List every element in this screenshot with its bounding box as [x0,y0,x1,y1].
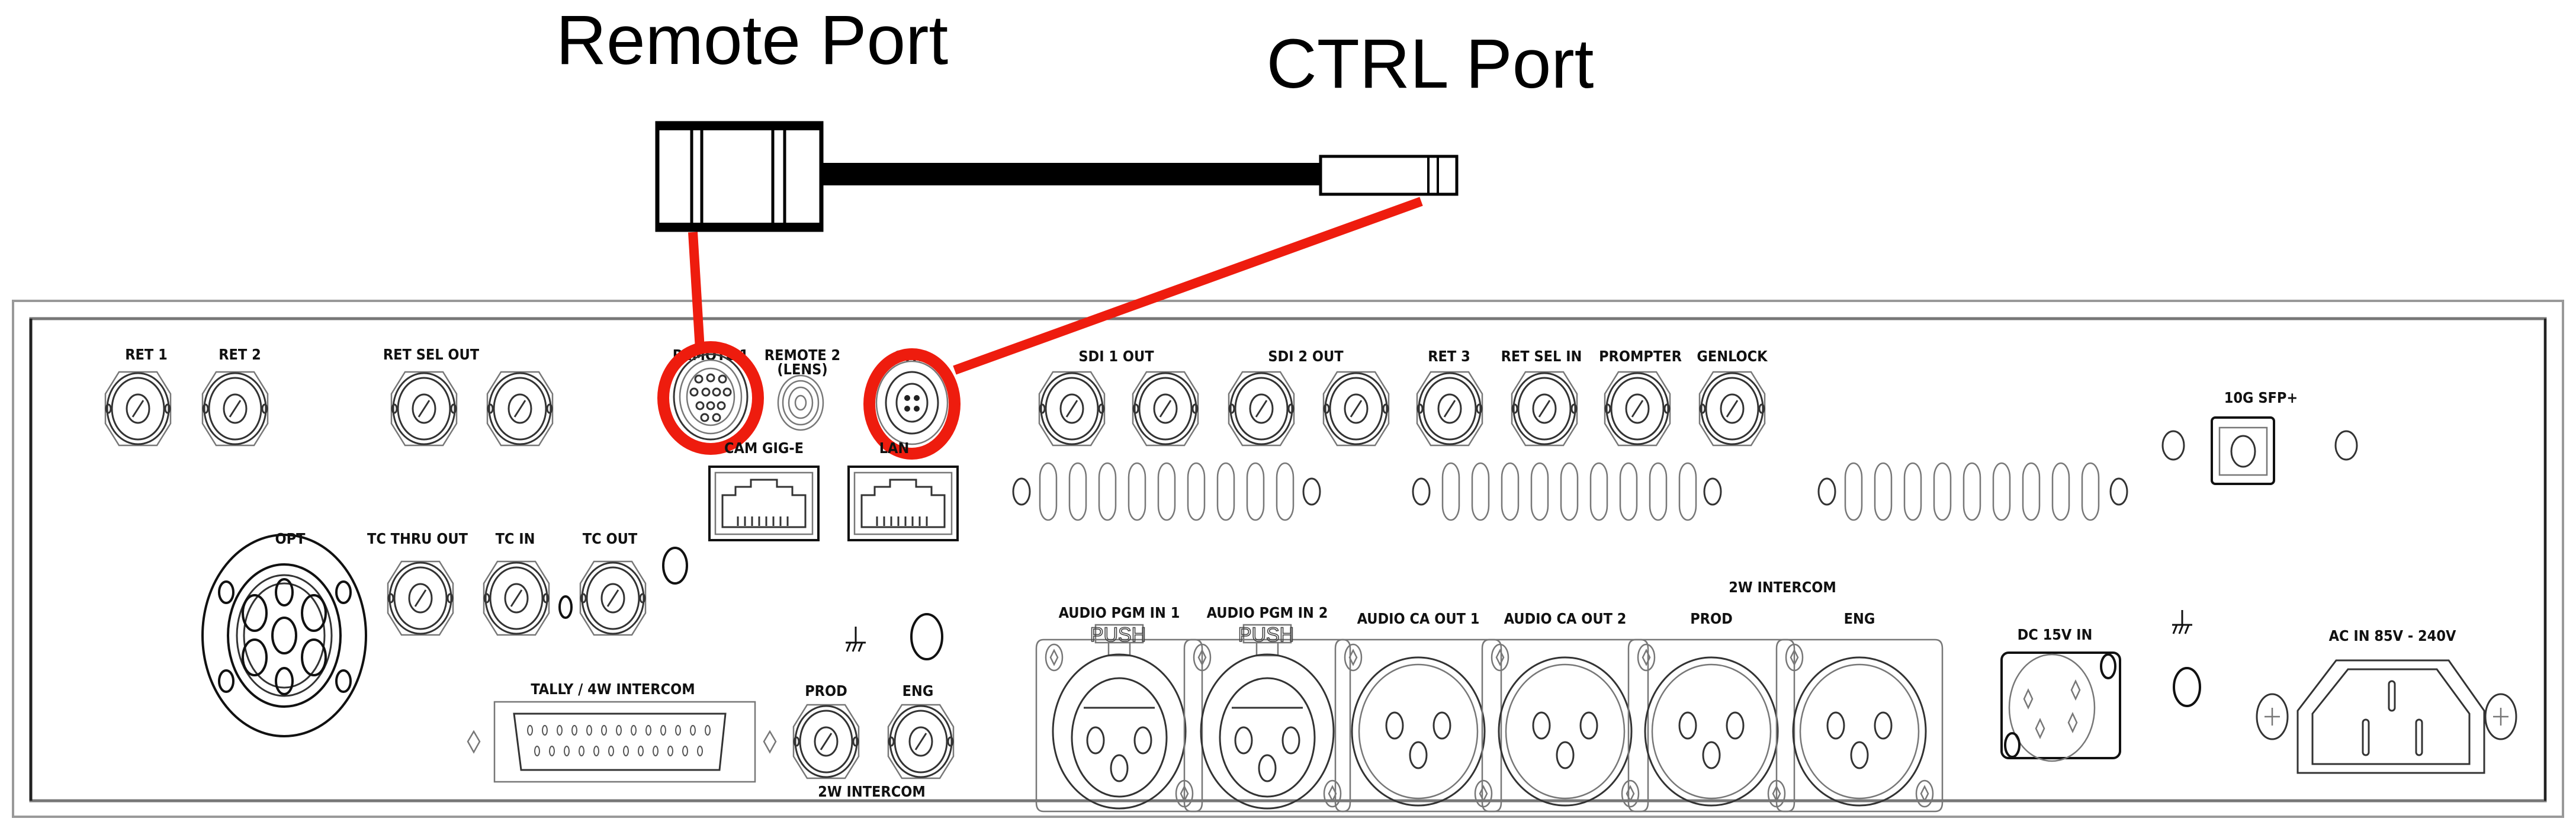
ctrl-port-title: CTRL Port [1267,25,1594,103]
label-ret-sel-in: RET SEL IN [1501,348,1582,365]
db25-pin [645,725,651,736]
cable-icon [821,163,1322,185]
db25-pin [586,725,592,736]
remote2-lens-connector[interactable] [777,374,824,431]
ctrl-link-line [953,197,1423,375]
db25-pin [571,725,577,736]
label-audio-pgm-in2: AUDIO PGM IN 2 [1207,604,1328,621]
ground-icon [846,627,866,652]
label-prod-bnc: PROD [805,682,847,699]
remote1-connector[interactable] [673,353,749,441]
ground-terminal-right[interactable] [2173,667,2201,707]
db25-pin [564,746,570,756]
db25-pin [638,746,644,756]
label-2w-intercom-bnc: 2W INTERCOM [818,783,926,800]
label-opt: OPT [275,530,306,547]
label-ret-sel-out: RET SEL OUT [383,346,480,363]
db25-pin [667,746,673,756]
label-sdi1-out: SDI 1 OUT [1078,348,1154,365]
label-audio-pgm-in1: AUDIO PGM IN 1 [1059,604,1180,621]
label-lan: LAN [879,439,910,457]
db25-pin [527,725,533,736]
label-ac-in: AC IN 85V - 240V [2329,627,2456,644]
label-ret3: RET 3 [1428,348,1470,365]
remote1-highlight-ring [657,341,764,455]
label-prompter: PROMPTER [1599,348,1682,365]
label-eng-bnc: ENG [902,682,934,699]
ctrl-highlight-ring [863,348,961,460]
db25-pin [542,725,548,736]
ctrl-plug-icon [1319,155,1459,196]
ac-in-connector[interactable] [2256,659,2517,774]
label-dc-in: DC 15V IN [2018,626,2093,643]
db25-pin [653,746,659,756]
label-tc-out: TC OUT [583,530,638,547]
db25-pin [616,725,622,736]
db25-pin [623,746,629,756]
db25-pin [601,725,607,736]
cable-assembly [655,121,1459,232]
ground-terminal[interactable] [910,613,943,660]
label-tally: TALLY / 4W INTERCOM [531,681,695,698]
tally-db25-connector[interactable] [467,701,777,783]
label-sdi2-out: SDI 2 OUT [1268,348,1344,365]
small-hole [558,595,573,619]
push-label: PUSH [1090,624,1146,646]
db25-pin [697,746,703,756]
label-genlock: GENLOCK [1697,348,1768,365]
db25-pin [660,725,666,736]
label-remote2: REMOTE 2 [765,346,840,364]
label-audio-prod: PROD [1690,610,1733,627]
ctrl-connector[interactable] [875,360,949,445]
screw-hole [662,547,688,585]
remote-link-line [688,232,705,350]
db25-pin [593,746,599,756]
db25-pin [579,746,584,756]
sfp-port[interactable] [2161,416,2358,485]
xlr-audio-pgm-in1[interactable]: PUSH [1035,623,1203,813]
label-audio-eng: ENG [1844,610,1875,627]
db25-pin [608,746,614,756]
label-audio-ca-out2: AUDIO CA OUT 2 [1504,610,1627,627]
label-cam-gige: CAM GIG-E [724,439,804,457]
opt-connector[interactable] [201,534,367,737]
db25-pin [557,725,563,736]
push-label: PUSH [1238,624,1294,646]
label-audio-2w-intercom: 2W INTERCOM [1729,579,1836,596]
db25-pin [631,725,637,736]
dc-15v-in-connector[interactable] [2000,652,2121,762]
db25-pin [675,725,681,736]
label-tc-in: TC IN [496,530,535,547]
db25-pin [705,725,711,736]
label-ret1: RET 1 [125,346,168,363]
db25-pin [682,746,688,756]
label-tc-thru-out: TC THRU OUT [367,530,468,547]
remote-port-title: Remote Port [556,1,948,79]
db25-pin [690,725,696,736]
rear-panel [12,300,2564,818]
db25-pin [534,746,540,756]
label-ret2: RET 2 [219,346,261,363]
db25-pin [549,746,555,756]
xlr-audio-pgm-in2[interactable]: PUSH [1183,623,1351,813]
remote-connector-icon [655,121,824,232]
label-sfp: 10G SFP+ [2224,389,2298,406]
label-audio-ca-out1: AUDIO CA OUT 1 [1357,610,1480,627]
ground-icon-right [2172,610,2192,634]
